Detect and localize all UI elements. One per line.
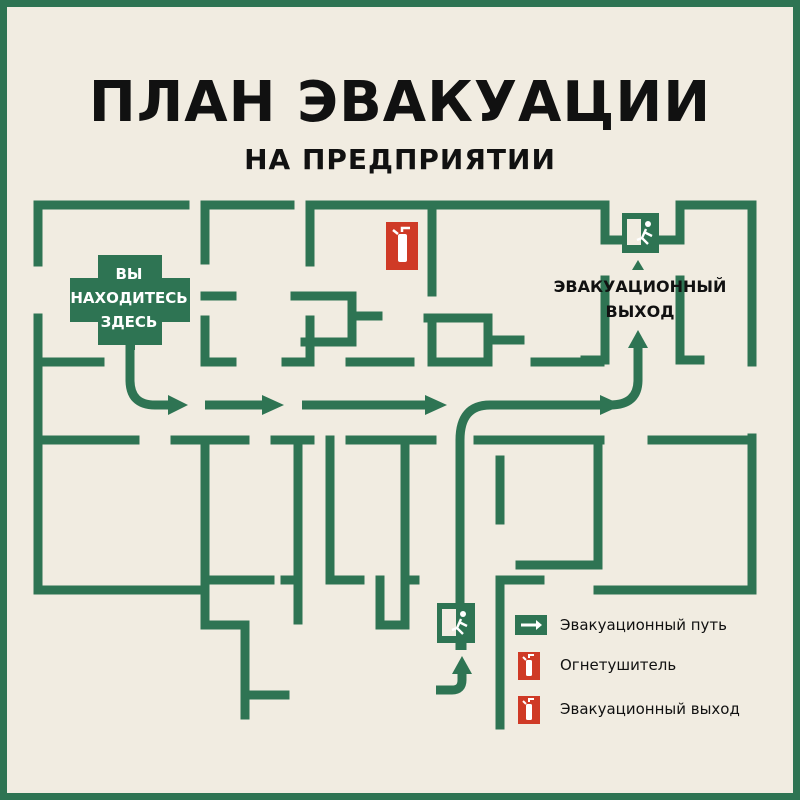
you-are-here-line: НАХОДИТЕСЬ — [70, 289, 188, 307]
exit-label: ЭВАКУАЦИОННЫЙ ВЫХОД — [540, 274, 740, 324]
you-are-here-line: ЗДЕСЬ — [100, 313, 158, 331]
walls — [33, 200, 757, 730]
you-are-here-label: ВЫ НАХОДИТЕСЬ ЗДЕСЬ — [64, 262, 194, 334]
legend-item-exit: Эвакуационный выход — [560, 700, 740, 718]
exit-sign-icon — [437, 603, 475, 643]
you-are-here-marker — [70, 255, 190, 350]
exit-label-line: ЭВАКУАЦИОННЫЙ — [553, 277, 727, 296]
legend-arrow-icon — [515, 615, 547, 635]
exit-sign-icon — [622, 213, 659, 270]
legend-item-extinguisher: Огнетушитель — [560, 656, 677, 674]
you-are-here-line: ВЫ — [115, 265, 143, 283]
legend-item-route: Эвакуационный путь — [560, 616, 728, 634]
page-subtitle: НА ПРЕДПРИЯТИИ — [244, 143, 556, 176]
legend-exit-icon — [518, 696, 540, 724]
page-title: ПЛАН ЭВАКУАЦИИ — [88, 70, 712, 135]
fire-extinguisher-icon — [386, 222, 418, 270]
arrow-heads — [168, 330, 648, 674]
exit-label-line: ВЫХОД — [605, 302, 675, 321]
legend-extinguisher-icon — [518, 652, 540, 680]
